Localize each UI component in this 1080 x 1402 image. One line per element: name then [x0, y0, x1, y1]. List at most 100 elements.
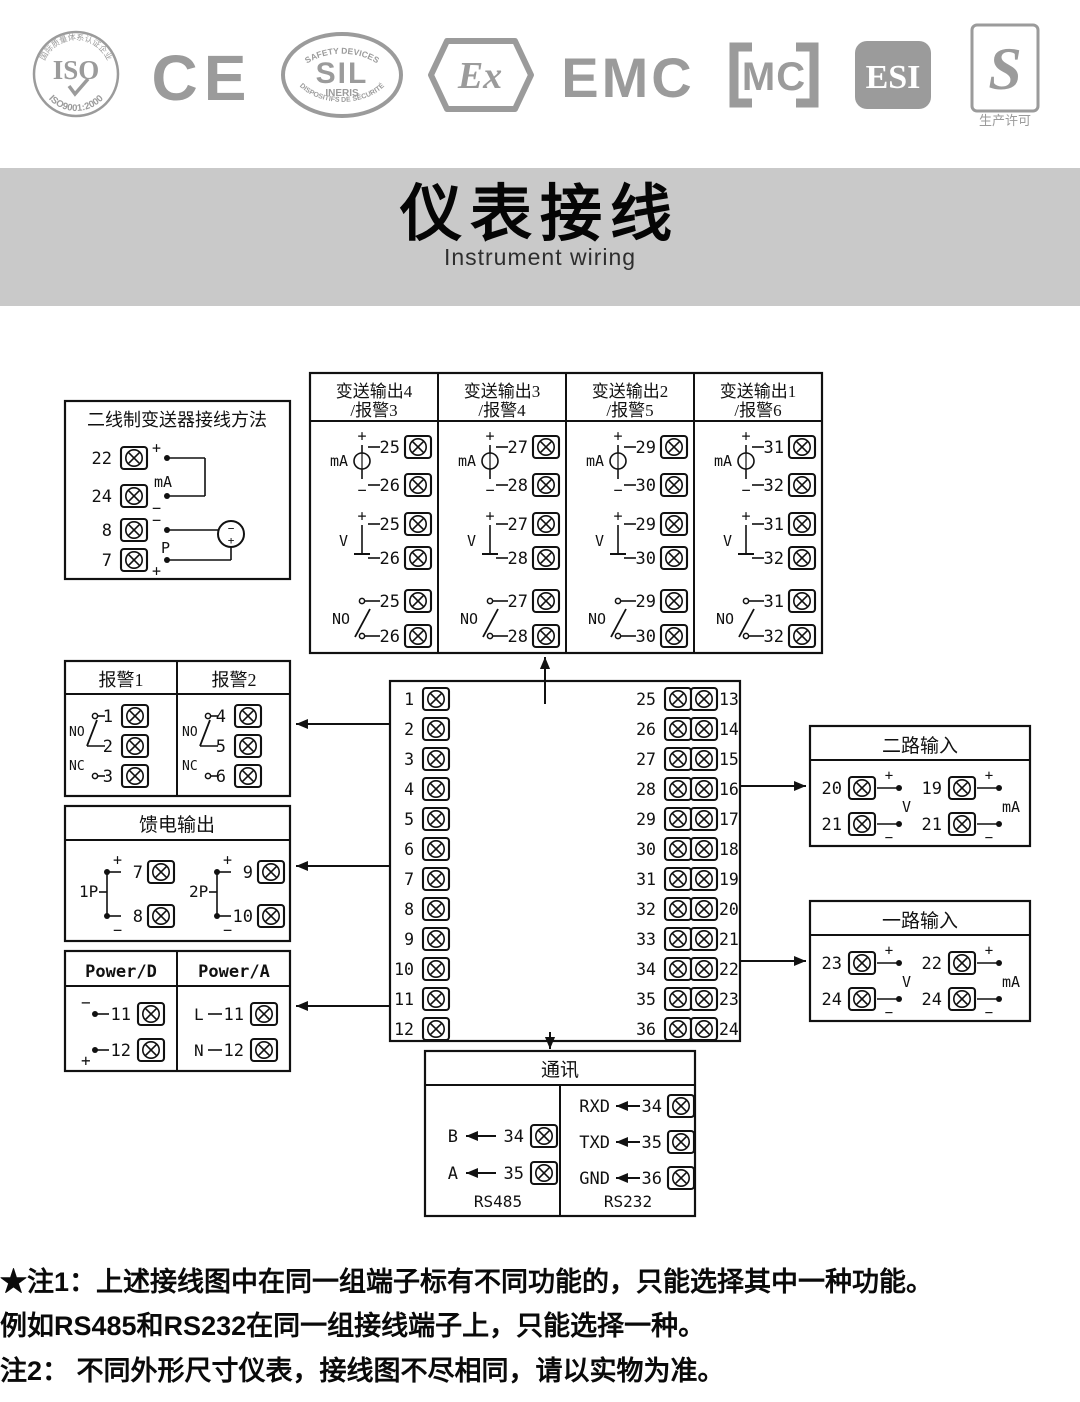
- terminal-screw: [793, 515, 811, 533]
- cmc-label: MC: [742, 55, 806, 99]
- esi-badge: [854, 41, 931, 109]
- terminal-screw: [672, 1097, 690, 1115]
- terminal-screw: [537, 515, 555, 533]
- terminal-screw: [125, 449, 143, 467]
- terminal-icon: [663, 746, 693, 772]
- label: P: [161, 539, 170, 557]
- terminal-screw: [255, 1041, 273, 1059]
- arrowhead: [794, 955, 806, 967]
- label: −: [741, 481, 750, 499]
- terminal-number: 2: [103, 737, 113, 757]
- terminal-screw: [665, 438, 683, 456]
- screw-slot: [674, 1135, 688, 1149]
- terminal-screw: [239, 767, 257, 785]
- terminal-number: 3: [103, 767, 113, 787]
- ex-logo: Ex: [428, 38, 535, 112]
- label: NO: [69, 725, 85, 740]
- terminal-icon: [403, 434, 433, 460]
- contact-point: [486, 632, 494, 640]
- terminal-icon: [689, 986, 719, 1012]
- terminal-icon: [146, 903, 176, 929]
- terminal-number: 23: [719, 990, 739, 1009]
- screw-slot: [697, 752, 711, 766]
- junction-dot: [896, 996, 902, 1002]
- label: +: [81, 1051, 91, 1070]
- screw-slot: [955, 956, 969, 970]
- label: 7: [102, 551, 112, 571]
- terminal-screw: [427, 930, 445, 948]
- screw-slot: [671, 1022, 685, 1036]
- terminal-number: 9: [404, 930, 414, 949]
- screw-slot: [127, 553, 141, 567]
- terminal-number: 15: [719, 750, 739, 769]
- terminal-screw: [669, 780, 687, 798]
- terminal-icon: [787, 623, 817, 649]
- terminal-screw: [125, 487, 143, 505]
- iso-circle: [32, 30, 120, 118]
- terminal-icon: [421, 956, 451, 982]
- contact-point: [91, 712, 99, 720]
- label: V: [339, 532, 348, 550]
- screw-slot: [539, 551, 553, 565]
- terminal-icon: [659, 588, 689, 614]
- terminal-screw: [427, 870, 445, 888]
- sil-sub-label: INERIS: [326, 88, 360, 99]
- terminal-icon: [421, 896, 451, 922]
- screw-slot: [855, 781, 869, 795]
- junction-dot: [996, 821, 1002, 827]
- screw-slot: [674, 1099, 688, 1113]
- terminal-icon: [689, 806, 719, 832]
- terminal-icon: [663, 836, 693, 862]
- arrowhead: [296, 1000, 308, 1012]
- terminal-icon: [529, 1123, 559, 1149]
- terminal-number: 7: [133, 863, 143, 883]
- terminal-icon: [666, 1093, 696, 1119]
- label: NO: [332, 610, 350, 628]
- cmc-logo: MC: [729, 42, 819, 108]
- screw-slot: [671, 722, 685, 736]
- screw-slot: [697, 992, 711, 1006]
- terminal-screw: [672, 1169, 690, 1187]
- screw-slot: [411, 594, 425, 608]
- terminal-number: 26: [380, 627, 400, 647]
- terminal-icon: [421, 1016, 451, 1042]
- label: +: [357, 507, 366, 525]
- screw-slot: [144, 1043, 158, 1057]
- power-title: Power/A: [198, 962, 270, 982]
- cmc-left-bracket: [729, 42, 752, 108]
- channel2-input-box: [808, 724, 1032, 848]
- terminal-number: 12: [224, 1041, 244, 1061]
- screw-slot: [264, 909, 278, 923]
- contact-point: [742, 597, 750, 605]
- screw-slot: [429, 782, 443, 796]
- terminal-number: 5: [404, 810, 414, 829]
- screw-slot: [671, 932, 685, 946]
- terminal-icon: [531, 472, 561, 498]
- screw-slot: [697, 872, 711, 886]
- terminal-icon: [403, 623, 433, 649]
- terminal-icon: [663, 866, 693, 892]
- screw-slot: [667, 440, 681, 454]
- screw-slot: [855, 992, 869, 1006]
- terminal-number: 10: [394, 960, 414, 979]
- terminal-screw: [669, 900, 687, 918]
- terminal-icon: [119, 547, 149, 573]
- rs232-label: RS232: [604, 1192, 652, 1211]
- terminal-icon: [666, 1129, 696, 1155]
- emc-logo: EMC: [561, 46, 691, 109]
- terminal-number: 27: [508, 438, 528, 458]
- screw-slot: [128, 709, 142, 723]
- group-label: 1P: [79, 882, 98, 901]
- label: +: [113, 851, 122, 869]
- label: N: [194, 1041, 204, 1060]
- terminal-icon: [847, 950, 877, 976]
- iso-check-icon: [67, 77, 90, 97]
- terminal-screw: [669, 840, 687, 858]
- label: mA: [714, 452, 732, 470]
- terminal-icon: [256, 903, 286, 929]
- terminal-screw: [537, 476, 555, 494]
- terminal-icon: [531, 588, 561, 614]
- terminal-icon: [233, 763, 263, 789]
- column-subtitle: /报警5: [606, 401, 653, 420]
- terminal-number: 1: [404, 690, 414, 709]
